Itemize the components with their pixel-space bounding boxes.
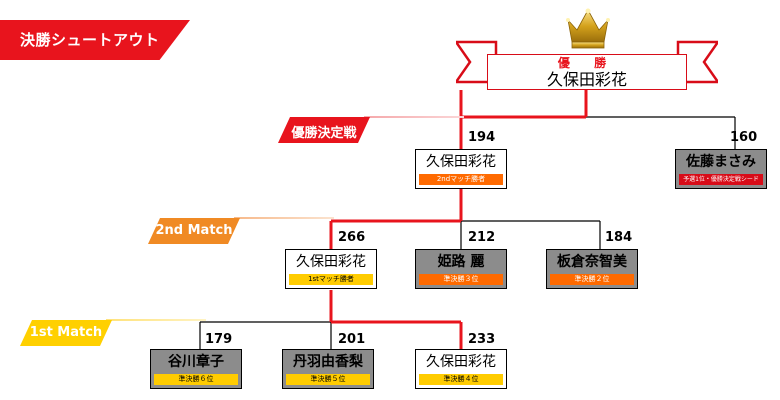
player-card: 佐藤まさみ 予選1位・優勝決定戦シード [675, 149, 767, 189]
player-card: 久保田彩花 1stマッチ勝者 [285, 249, 377, 289]
player-rank: 1stマッチ勝者 [289, 274, 373, 285]
player-name: 丹羽由香梨 [293, 354, 363, 370]
round-banner-2nd: 2nd Match [148, 218, 240, 244]
player-rank: 2ndマッチ勝者 [419, 174, 503, 185]
score: 160 [730, 130, 758, 145]
player-rank: 準決勝６位 [154, 374, 238, 385]
player-rank: 準決勝４位 [419, 374, 503, 385]
player-name: 姫路 麗 [437, 254, 485, 270]
player-name: 久保田彩花 [296, 254, 366, 270]
round-label: 1st Match [29, 325, 103, 340]
player-card: 板倉奈智美 準決勝２位 [546, 249, 638, 289]
round-underline [234, 217, 334, 219]
player-name: 久保田彩花 [426, 354, 496, 370]
page-title: 決勝シュートアウト [20, 31, 160, 49]
round-banner-1st: 1st Match [20, 320, 112, 346]
player-card: 久保田彩花 2ndマッチ勝者 [415, 149, 507, 189]
champion-name: 久保田彩花 [546, 70, 627, 89]
score: 212 [468, 230, 496, 245]
player-name: 久保田彩花 [426, 154, 496, 170]
score: 184 [605, 230, 633, 245]
round-label: 2nd Match [155, 223, 233, 238]
player-name: 板倉奈智美 [557, 254, 627, 270]
score: 233 [468, 332, 496, 347]
champion-label: 優 勝 [557, 56, 617, 70]
champion-box: 優 勝 久保田彩花 [487, 54, 687, 90]
player-name: 谷川章子 [168, 354, 224, 370]
player-card: 久保田彩花 準決勝４位 [415, 349, 507, 389]
player-rank: 予選1位・優勝決定戦シード [679, 174, 763, 185]
player-rank: 準決勝３位 [419, 274, 503, 285]
score: 266 [338, 230, 366, 245]
player-rank: 準決勝２位 [550, 274, 634, 285]
player-card: 姫路 麗 準決勝３位 [415, 249, 507, 289]
crown-icon [566, 8, 610, 49]
player-card: 丹羽由香梨 準決勝５位 [282, 349, 374, 389]
round-underline [106, 319, 206, 321]
score: 201 [338, 332, 366, 347]
score: 179 [205, 332, 233, 347]
score: 194 [468, 130, 496, 145]
player-rank: 準決勝５位 [286, 374, 370, 385]
player-name: 佐藤まさみ [686, 154, 756, 170]
player-card: 谷川章子 準決勝６位 [150, 349, 242, 389]
round-underline [364, 116, 464, 118]
round-label: 優勝決定戦 [291, 126, 357, 141]
title-banner: 決勝シュートアウト [0, 20, 190, 60]
round-banner-final: 優勝決定戦 [278, 117, 370, 143]
champion-ribbon [456, 40, 718, 84]
